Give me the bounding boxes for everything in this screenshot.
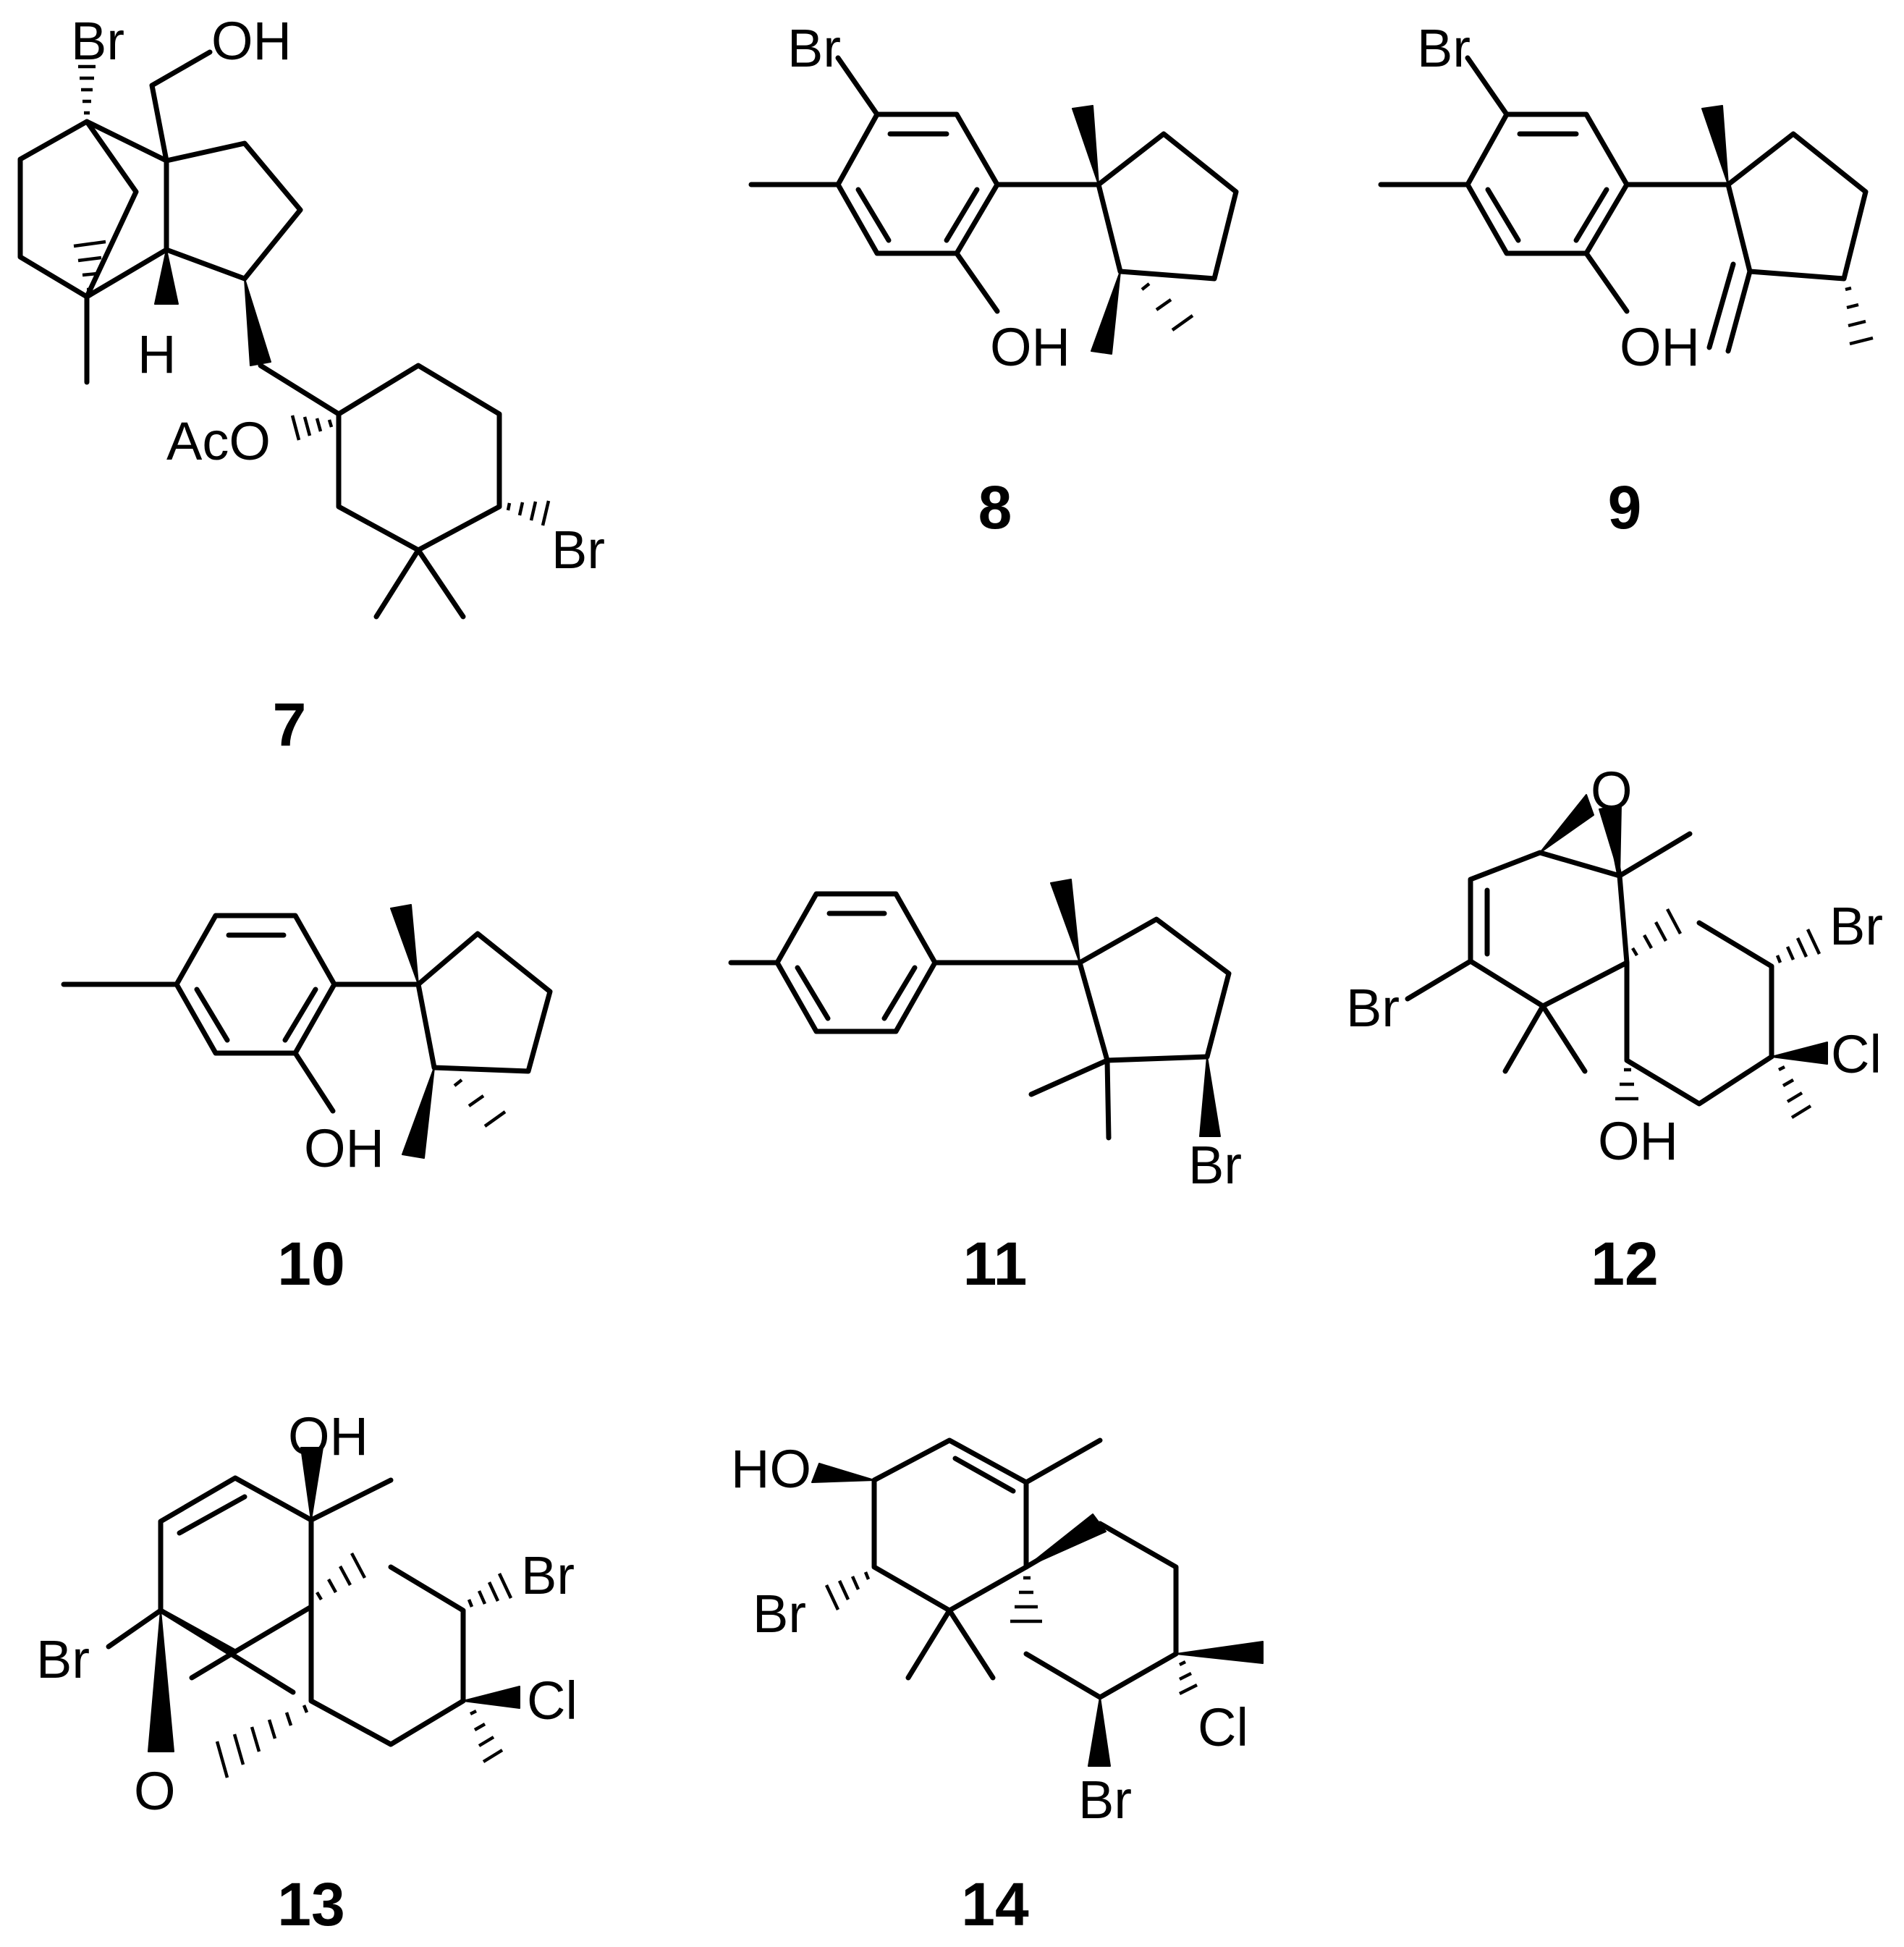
atom-label: Br — [1346, 978, 1400, 1038]
atom-label: Br — [1417, 18, 1471, 78]
atom-label: OH — [1598, 1111, 1678, 1171]
compound-12: O Br Br Cl OH 12 — [1346, 761, 1883, 1298]
hash-bond — [73, 240, 106, 292]
hash-bond — [290, 415, 334, 441]
atom-label: Br — [551, 520, 605, 580]
compound-number: 12 — [1591, 1230, 1658, 1298]
compound-number: 8 — [978, 473, 1012, 541]
hash-bond — [1775, 929, 1822, 963]
atom-label: Br — [1078, 1770, 1132, 1830]
compound-10: OH 10 — [61, 904, 553, 1298]
compound-number: 13 — [277, 1870, 344, 1938]
hash-bond — [215, 1705, 309, 1778]
compound-number: 14 — [961, 1870, 1029, 1938]
hash-bond — [1010, 1576, 1042, 1623]
atom-label: AcO — [166, 411, 271, 471]
compound-number: 7 — [273, 690, 307, 759]
hash-bond — [1631, 908, 1682, 957]
atom-label: Br — [1188, 1135, 1242, 1195]
hash-bond — [1178, 1660, 1198, 1696]
atom-label: Br — [1829, 896, 1883, 956]
compound-7: Br OH H AcO Br 7 — [17, 11, 605, 759]
atom-label: O — [134, 1761, 176, 1821]
hash-bond — [316, 1552, 366, 1601]
atom-label: Br — [787, 18, 841, 78]
hash-bond — [78, 64, 96, 115]
hash-bond — [1615, 1068, 1638, 1101]
atom-label: HO — [731, 1439, 811, 1499]
atom-label: Cl — [1831, 1024, 1882, 1084]
compound-14: HO Br Cl Br 14 — [731, 1437, 1264, 1938]
atom-label: Cl — [1198, 1697, 1248, 1757]
atom-label: OH — [211, 11, 292, 71]
atom-label: Cl — [527, 1671, 577, 1731]
atom-label: H — [137, 324, 176, 384]
atom-label: Br — [521, 1545, 575, 1605]
hash-bond — [1845, 286, 1874, 346]
compound-9: Br OH 9 — [1378, 18, 1874, 541]
compound-number: 11 — [963, 1230, 1028, 1298]
hash-bond — [453, 1078, 507, 1128]
hash-bond — [506, 500, 551, 526]
hash-bond — [469, 1709, 504, 1763]
compound-number: 9 — [1608, 473, 1642, 541]
hash-bond — [824, 1571, 871, 1610]
atom-label: O — [1591, 761, 1633, 821]
atom-label: OH — [1620, 317, 1700, 377]
atom-label: Br — [753, 1584, 806, 1644]
hash-bond — [467, 1573, 513, 1608]
atom-label: OH — [990, 317, 1070, 377]
compound-number: 10 — [277, 1230, 344, 1298]
compound-8: Br OH 8 — [748, 18, 1239, 541]
compound-11: Br 11 — [728, 879, 1242, 1298]
compound-13: OH Br Br Cl O 13 — [36, 1406, 577, 1938]
atom-label: Br — [71, 11, 124, 71]
atom-label: OH — [288, 1406, 368, 1466]
hash-bond — [1141, 282, 1194, 331]
atom-label: Br — [36, 1629, 90, 1689]
atom-label: OH — [304, 1118, 384, 1178]
hash-bond — [1777, 1065, 1812, 1119]
